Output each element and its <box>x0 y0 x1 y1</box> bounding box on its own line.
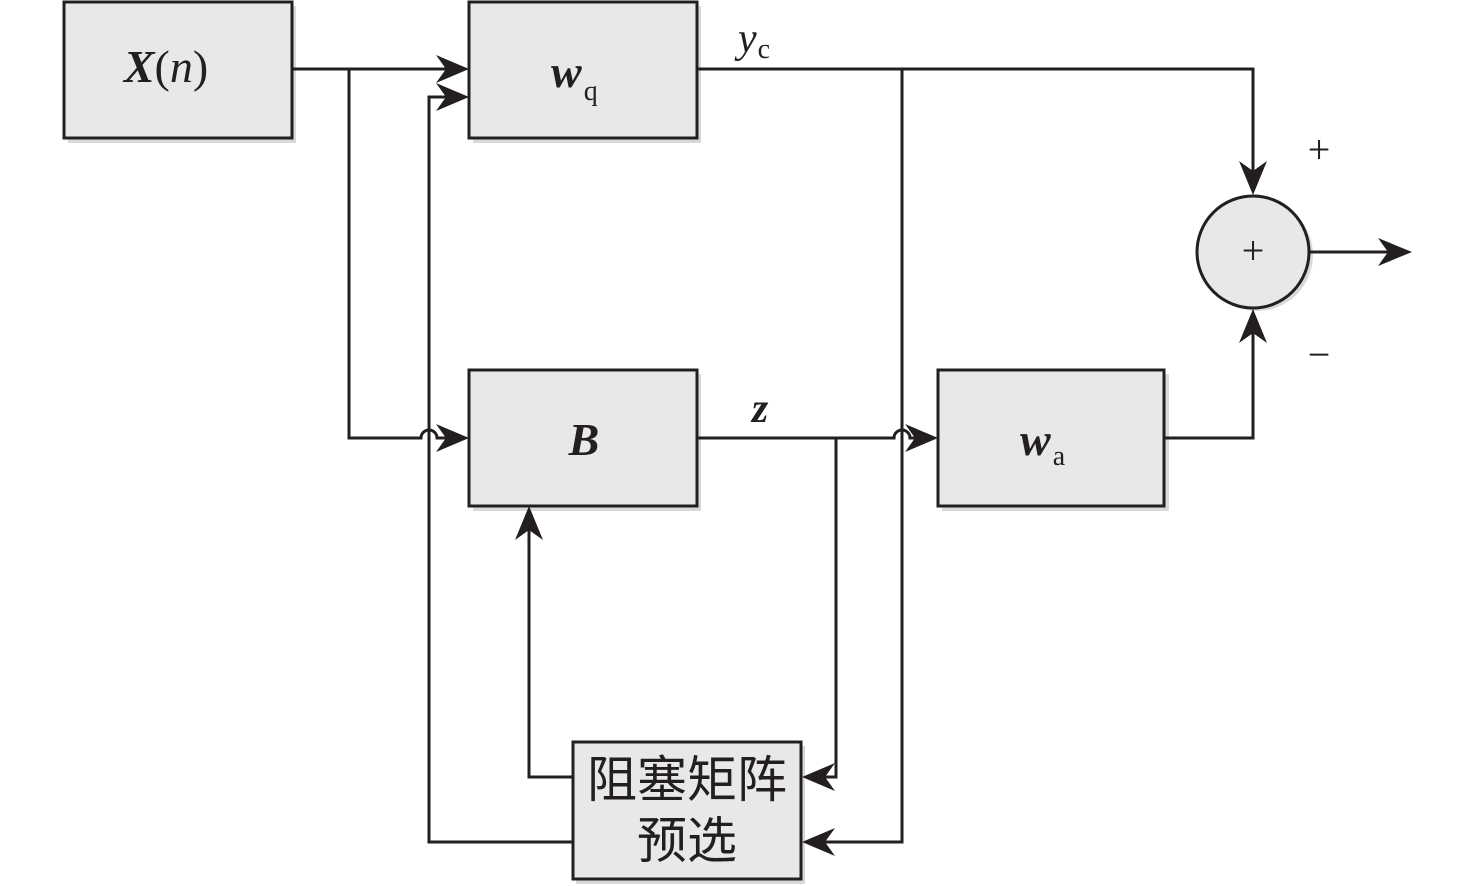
b-label: B <box>568 414 600 465</box>
input-block[interactable] <box>62 0 294 140</box>
z-signal-label: z <box>750 386 769 432</box>
wire-preselect-to-wq <box>427 95 573 844</box>
arrow-into-summer-top <box>1239 161 1267 195</box>
wa-block[interactable] <box>936 368 1166 508</box>
arrow-into-preselect-top <box>802 763 835 791</box>
arrow-into-wq-bottom <box>436 83 469 111</box>
plus-sign-label: + <box>1308 127 1331 172</box>
wq-block[interactable] <box>467 0 699 140</box>
summer-plus-symbol: + <box>1242 228 1265 273</box>
input-label: X(n) <box>122 41 208 92</box>
arrow-into-wq-top <box>436 55 469 83</box>
arrow-into-wa <box>905 424 938 452</box>
wire-yc-to-preselect <box>820 69 904 844</box>
yc-signal-label: yc <box>734 16 770 65</box>
wire-x-to-b <box>347 69 450 440</box>
wa-label: wa <box>1020 414 1066 472</box>
preselect-label-line1: 阻塞矩阵 <box>587 751 787 809</box>
summing-junction[interactable] <box>1195 194 1311 310</box>
arrow-into-b-bottom <box>515 506 543 540</box>
wire-z-to-preselect <box>820 438 838 779</box>
arrow-output <box>1378 238 1412 266</box>
preselect-block[interactable] <box>571 740 803 881</box>
arrow-into-preselect-bottom <box>802 828 835 856</box>
preselect-label-line2: 预选 <box>637 812 737 870</box>
arrow-into-summer-bottom <box>1239 309 1267 343</box>
wq-label: wq <box>551 46 598 107</box>
wire-preselect-to-b <box>527 528 573 779</box>
arrow-into-b <box>436 424 469 452</box>
wire-yc-to-summer <box>697 67 1255 175</box>
b-block[interactable] <box>467 368 699 508</box>
wire-wa-to-summer <box>1164 330 1255 440</box>
minus-sign-label: − <box>1308 332 1331 377</box>
wire-z-to-wa <box>697 428 920 440</box>
